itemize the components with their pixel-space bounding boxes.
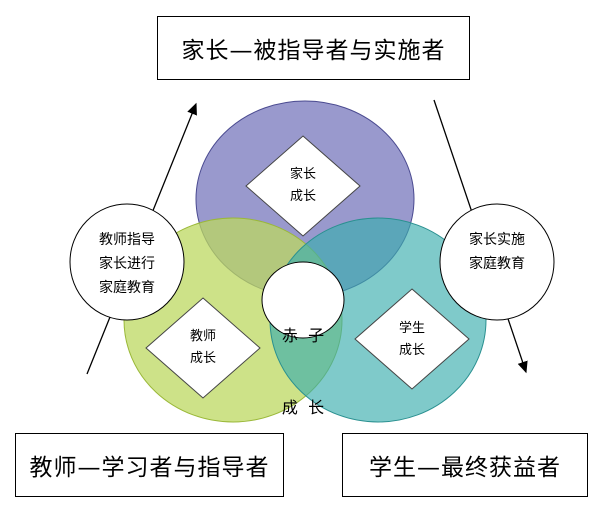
- student-role-label: 学生—最终获益者: [369, 455, 561, 481]
- student-role-box: 学生—最终获益者: [342, 433, 588, 497]
- child-growth-label: 赤 子 成 长: [268, 276, 338, 444]
- text-line: 家长: [289, 167, 316, 182]
- text-line: 赤 子: [281, 326, 325, 345]
- teacher-role-box: 教师—学习者与指导者: [15, 433, 284, 497]
- student-growth-label: 学生 成长: [382, 318, 442, 362]
- right-side-label: 家长实施 家庭教育: [452, 228, 542, 276]
- text-line: 学生: [398, 321, 425, 336]
- parent-diamond: [245, 135, 361, 237]
- parent-role-box: 家长—被指导者与实施者: [157, 16, 470, 80]
- teacher-diamond: [145, 297, 261, 399]
- left-side-circle: [69, 203, 185, 321]
- text-line: 家庭教育: [469, 256, 525, 272]
- left-side-label: 教师指导 家长进行 家庭教育: [82, 228, 172, 300]
- text-line: 成长: [289, 189, 316, 204]
- teacher-growth-label: 教师 成长: [173, 326, 233, 370]
- text-line: 家长实施: [469, 232, 525, 248]
- text-line: 家长进行: [99, 256, 155, 272]
- student-diamond: [354, 288, 470, 390]
- parent-growth-label: 家长 成长: [273, 164, 333, 208]
- text-line: 教师: [189, 329, 216, 344]
- center-circle: [261, 261, 345, 339]
- text-line: 教师指导: [99, 232, 155, 248]
- parent-role-label: 家长—被指导者与实施者: [181, 38, 446, 64]
- text-line: 成长: [189, 351, 216, 366]
- text-line: 家庭教育: [99, 280, 155, 296]
- text-line: 成 长: [281, 398, 325, 417]
- right-side-circle: [439, 203, 555, 321]
- teacher-role-label: 教师—学习者与指导者: [29, 455, 270, 481]
- text-line: 成长: [398, 343, 425, 358]
